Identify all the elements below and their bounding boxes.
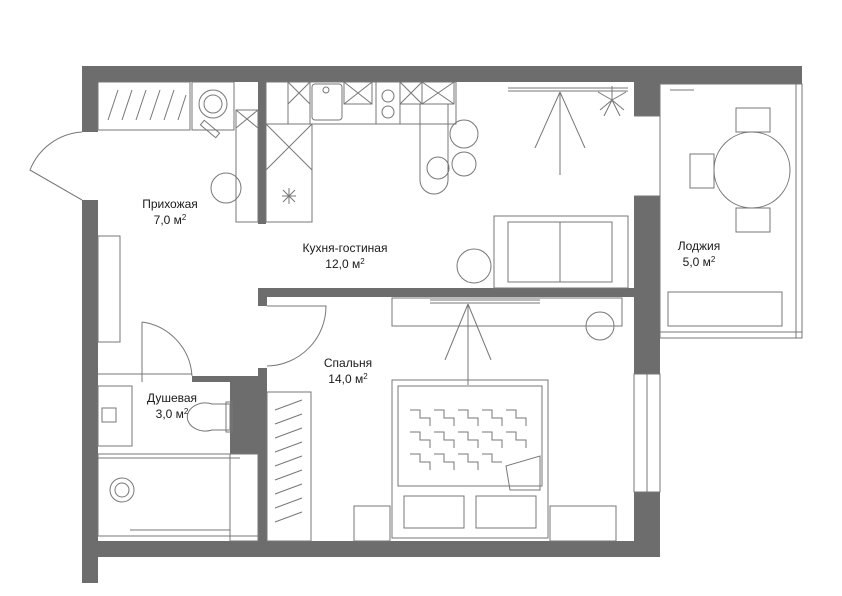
toilet [186,402,231,432]
washing-machine [191,81,235,131]
bedroom-stool [585,311,615,341]
coffee-table [456,248,492,284]
bar-stool [449,119,479,149]
pendant-lamp [534,91,586,175]
loggia-chair [735,207,771,233]
room-area: 3,0 м2 [155,407,189,421]
bedroom-shelf [391,297,623,327]
wall-left-upper [82,66,98,132]
room-name: Прихожая [142,197,198,211]
wall-right-mid [634,196,660,374]
loggia-bench [667,291,783,327]
loggia-chair [689,153,715,189]
wall-bedroom-left [258,288,267,306]
wall-top [82,66,802,82]
bedroom-lamp [444,303,492,385]
loggia-chair [735,107,771,133]
loggia-table [713,131,791,209]
wall-shower-right [230,376,258,454]
room-label-kitchen: Кухня-гостиная 12,0 м2 [290,240,400,272]
loggia-outline [659,83,803,339]
hallway-fixtures [29,81,259,343]
wall-right-lower [634,492,660,557]
bar-stool [451,151,477,177]
room-name: Спальня [323,356,373,370]
room-label-hallway: Прихожая 7,0 м2 [130,196,210,228]
wall-bedroom-top [258,288,634,297]
wall-hall-partition [258,82,266,224]
wall-left-lower [82,200,98,583]
kitchen-fixtures [265,81,629,289]
bedroom-fixtures [266,297,661,542]
kitchen-tall-unit [265,123,313,223]
room-label-loggia: Лоджия 5,0 м2 [664,238,734,270]
shower-door [141,321,193,382]
room-label-shower: Душевая 3,0 м2 [140,390,204,422]
shower-sink [97,385,133,447]
plant-icon [597,86,627,117]
hallway-pouf [210,172,242,204]
room-label-bedroom: Спальня 14,0 м2 [308,355,388,387]
wall-bottom [82,541,660,557]
loggia-fixtures [634,83,803,339]
hallway-wardrobe [97,81,191,131]
bar-stool [426,156,450,180]
bar-counter [419,104,449,195]
room-name: Кухня-гостиная [302,241,388,255]
nightstand [549,505,617,542]
room-area: 5,0 м2 [682,255,716,269]
hallway-cabinet [235,109,259,223]
room-area: 14,0 м2 [328,372,368,386]
wardrobe-hangers [107,89,187,121]
bed-pillow [475,495,537,529]
shoe-cabinet [97,235,121,343]
shower-drain [109,477,135,503]
bedroom-door [266,305,327,367]
wall-loggia-top [634,66,802,84]
shower-fixtures [97,321,259,542]
bedroom-wardrobe [266,391,312,542]
nightstand [353,505,391,542]
bed-blanket-pattern [410,409,527,470]
bed [391,379,549,539]
washing-machine-drum [198,89,228,119]
shower-tray [97,453,259,537]
wall-shower-top [192,376,258,382]
room-name: Лоджия [677,239,721,253]
bed-pillow [403,495,465,529]
room-area: 7,0 м2 [153,213,187,227]
entry-door [29,131,83,201]
room-name: Душевая [146,391,198,405]
sofa [493,215,629,289]
wall-bedroom-left-lower [258,368,267,541]
kitchen-sink [311,83,343,121]
room-area: 12,0 м2 [325,257,365,271]
walls [82,66,802,583]
